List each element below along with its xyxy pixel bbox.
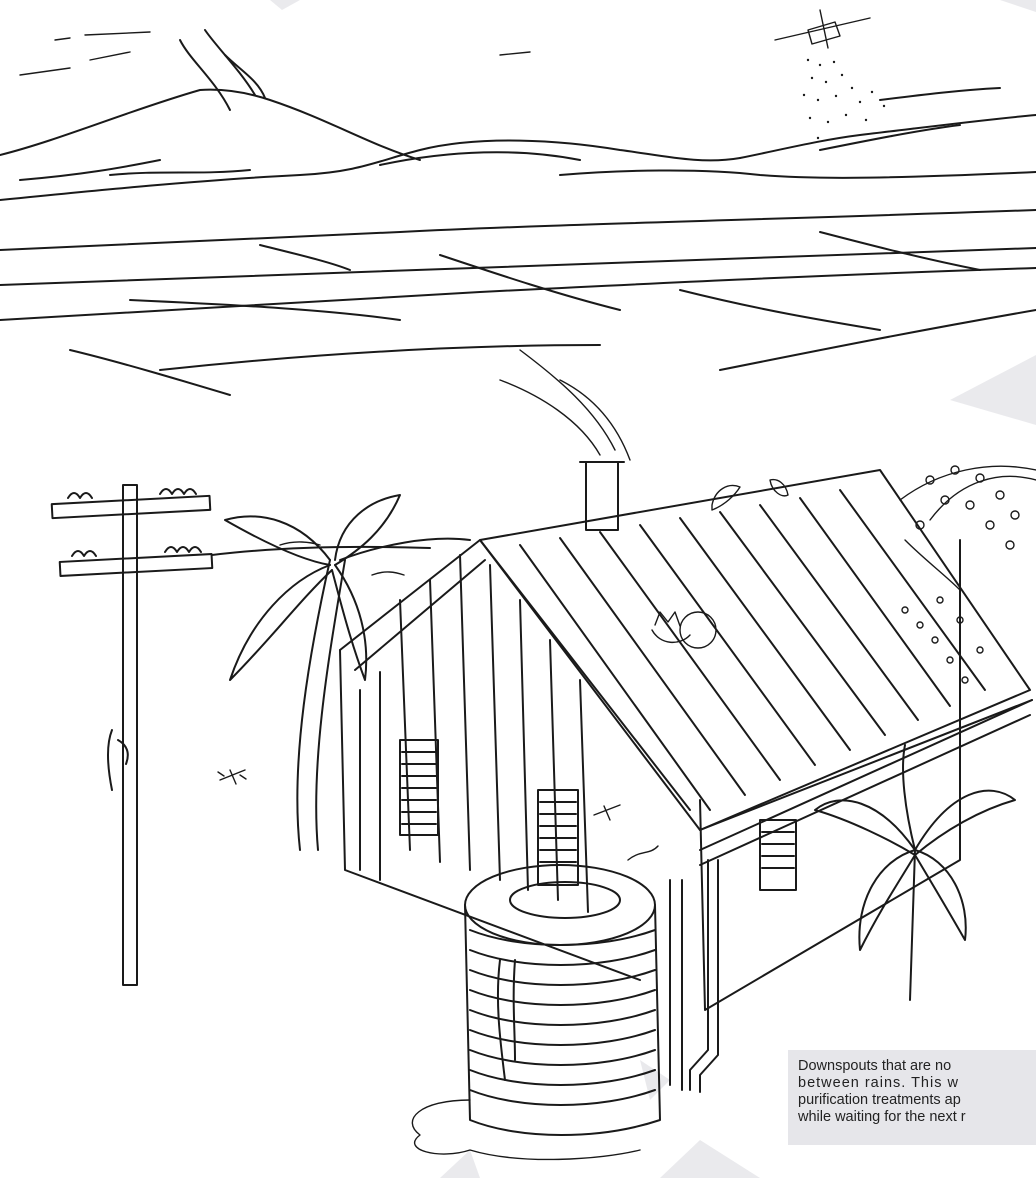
callout-line-1: Downspouts that are no <box>798 1058 1036 1075</box>
utility-pole <box>52 485 430 985</box>
house <box>340 462 1032 1010</box>
rain-tank <box>465 865 660 1135</box>
spray-dots <box>803 59 885 139</box>
birds-on-roof <box>712 480 788 510</box>
gutter-downspout <box>670 700 1032 1092</box>
volcano <box>0 30 420 180</box>
callout-line-2: between rains. This w <box>798 1075 1036 1092</box>
puddle <box>412 1100 640 1159</box>
sky-dashes <box>20 32 530 75</box>
airplane-icon <box>775 10 870 48</box>
fields <box>0 210 1036 395</box>
callout-line-3: purification treatments ap <box>798 1092 1036 1109</box>
info-callout: Downspouts that are no between rains. Th… <box>788 1050 1036 1145</box>
callout-line-4: while waiting for the next r <box>798 1109 1036 1126</box>
chimney-smoke <box>500 350 630 460</box>
bush-plant <box>815 745 1015 1000</box>
